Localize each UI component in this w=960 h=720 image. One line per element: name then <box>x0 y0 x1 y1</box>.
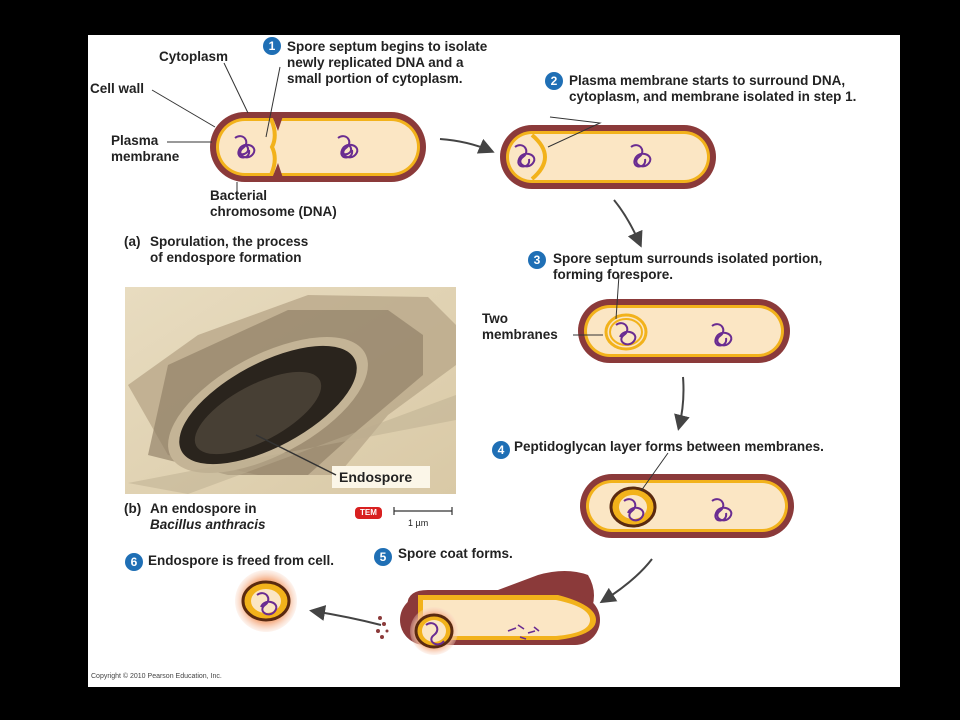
label-endospore: Endospore <box>339 469 413 485</box>
step-3-badge: 3 <box>528 251 546 269</box>
step-1-line-1: Spore septum begins to isolate <box>287 39 488 54</box>
dna-icon <box>630 144 652 168</box>
label-chromosome-2: chromosome (DNA) <box>210 204 337 219</box>
tem-micrograph <box>125 287 456 494</box>
process-arrows <box>309 138 690 626</box>
step-1-badge: 1 <box>263 37 281 55</box>
step-4-line-1: Peptidoglycan layer forms between membra… <box>514 439 824 454</box>
step-5-badge: 5 <box>374 548 392 566</box>
label-chromosome-1: Bacterial <box>210 188 268 203</box>
dna-icon <box>514 144 536 168</box>
cell-stage-2 <box>500 125 716 189</box>
caption-b-line-2: Bacillus anthracis <box>150 517 266 532</box>
dna-icon <box>623 498 645 522</box>
dna-icon <box>337 135 359 159</box>
cell-stage-4 <box>580 474 794 538</box>
step-6-line-1: Endospore is freed from cell. <box>148 553 335 568</box>
step-2-line-2: cytoplasm, and membrane isolated in step… <box>569 89 857 104</box>
step-5-line-1: Spore coat forms. <box>398 546 513 561</box>
caption-b-letter: (b) <box>124 501 142 516</box>
caption-a-line-2: of endospore formation <box>150 250 302 265</box>
sporulation-diagram <box>125 62 794 655</box>
label-plasma-membrane-1: Plasma <box>111 133 159 148</box>
step-3-line-1: Spore septum surrounds isolated portion, <box>553 251 823 266</box>
step-6-badge: 6 <box>125 553 143 571</box>
leader-lines <box>151 62 669 492</box>
label-two-membranes-2: membranes <box>482 327 558 342</box>
dna-fragments-icon <box>507 624 540 640</box>
step-2-line-1: Plasma membrane starts to surround DNA, <box>569 73 846 88</box>
caption-a-line-1: Sporulation, the process <box>150 234 309 249</box>
caption-b-line-1: An endospore in <box>150 501 257 516</box>
tem-badge: TEM <box>355 507 382 519</box>
label-plasma-membrane-2: membrane <box>111 149 180 164</box>
caption-a-letter: (a) <box>124 234 141 249</box>
scale-bar <box>393 507 453 515</box>
dna-icon <box>234 135 256 159</box>
step-1-line-3: small portion of cytoplasm. <box>287 71 463 86</box>
step-2-badge: 2 <box>545 72 563 90</box>
debris-icon <box>376 616 389 639</box>
slide: 1 Spore septum begins to isolate newly r… <box>88 35 900 687</box>
dna-icon <box>615 322 637 346</box>
freed-endospore <box>235 570 297 632</box>
step-1-line-2: newly replicated DNA and a <box>287 55 464 70</box>
copyright: Copyright © 2010 Pearson Education, Inc. <box>91 673 222 680</box>
label-cell-wall: Cell wall <box>90 81 145 96</box>
dna-icon <box>711 323 733 347</box>
dna-icon <box>256 592 278 616</box>
cell-stage-1 <box>210 112 426 182</box>
step-4-badge: 4 <box>492 441 510 459</box>
dna-icon <box>425 622 445 646</box>
dna-icon <box>711 498 733 522</box>
label-two-membranes-1: Two <box>482 311 508 326</box>
label-cytoplasm: Cytoplasm <box>159 49 229 64</box>
cell-stage-3 <box>578 299 790 363</box>
cell-stage-5 <box>376 571 600 655</box>
step-3-line-2: forming forespore. <box>553 267 674 282</box>
scale-label: 1 µm <box>408 518 429 528</box>
